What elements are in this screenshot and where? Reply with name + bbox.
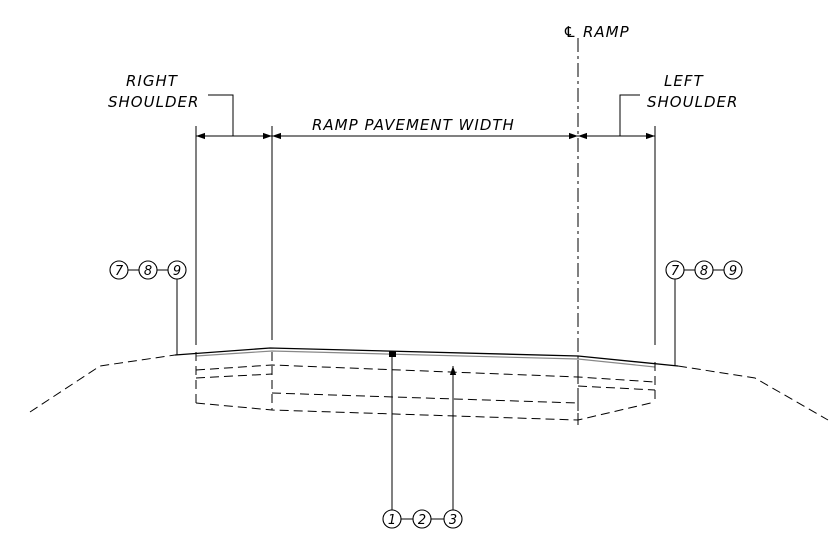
pavement-layers xyxy=(195,352,656,421)
right-shoulder-label-line2: SHOULDER xyxy=(108,93,199,111)
extension-lines xyxy=(195,126,656,345)
right-shoulder-label: RIGHT SHOULDER xyxy=(108,72,234,136)
callout-bottom-1: 1 xyxy=(388,513,396,528)
left-shoulder-label-line2: SHOULDER xyxy=(647,93,738,111)
centerline-symbol: ℄ xyxy=(563,23,577,41)
left-shoulder-label: LEFT SHOULDER xyxy=(619,72,738,136)
finished-grade xyxy=(174,347,679,368)
centerline-label: RAMP xyxy=(583,23,630,41)
pavement-width-label: RAMP PAVEMENT WIDTH xyxy=(312,116,515,134)
left-shoulder-label-line1: LEFT xyxy=(664,72,704,90)
callout-bottom-2: 2 xyxy=(418,513,426,528)
callout-right-789: 7 8 9 xyxy=(665,260,743,366)
callout-bottom-3: 3 xyxy=(449,513,457,528)
callout-right-9: 9 xyxy=(729,264,737,279)
right-shoulder-label-line1: RIGHT xyxy=(126,72,179,90)
callout-bottom-123: 1 2 3 xyxy=(382,351,463,529)
pavement-marker xyxy=(389,351,396,357)
callout-right-8: 8 xyxy=(700,264,708,279)
callout-left-789: 7 8 9 xyxy=(109,260,187,355)
side-slopes xyxy=(29,354,829,421)
ramp-centerline: ℄ RAMP xyxy=(563,23,630,425)
callout-left-8: 8 xyxy=(144,264,152,279)
callout-left-9: 9 xyxy=(173,264,181,279)
callout-left-7: 7 xyxy=(115,264,124,279)
callout-right-7: 7 xyxy=(671,264,680,279)
